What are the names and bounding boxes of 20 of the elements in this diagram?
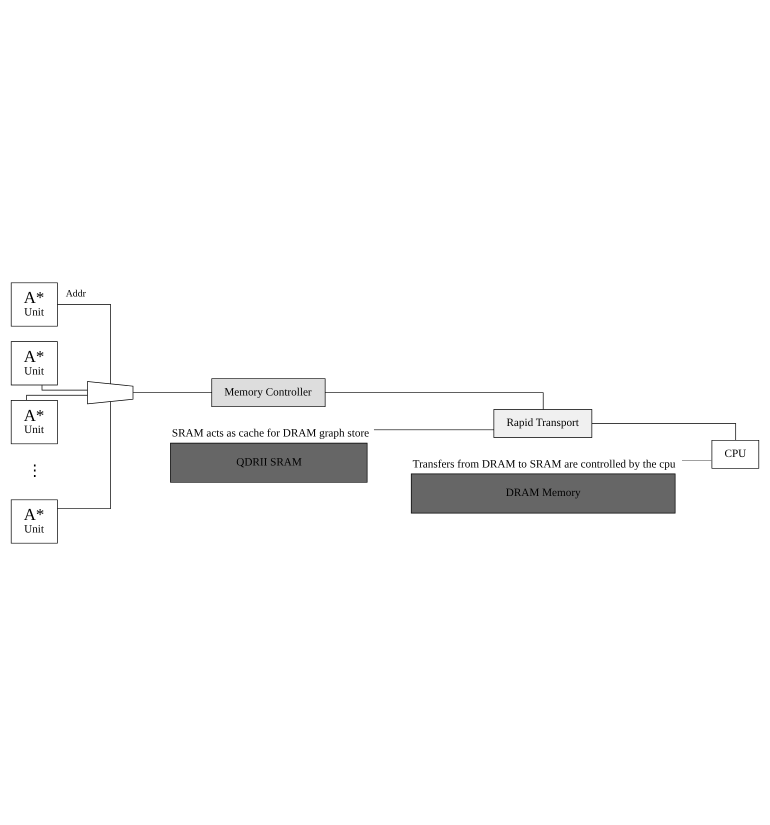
node-box: CPU (712, 439, 760, 468)
node-box: Memory Controller (211, 378, 326, 407)
node-trapezoid (87, 380, 134, 404)
node-label: Transfers from DRAM to SRAM are controlled by the cpu (412, 458, 676, 470)
edge-label: Addr (66, 288, 86, 300)
connector (592, 422, 736, 440)
connector (132, 392, 212, 393)
connector (57, 304, 111, 384)
node-box: Rapid Transport (494, 408, 592, 438)
label: ⋮ (26, 462, 42, 480)
node-box: A* Unit (10, 282, 58, 326)
connector (325, 392, 544, 410)
node-box: A* Unit (10, 340, 58, 385)
node-box: A* Unit (10, 498, 58, 544)
connector (374, 428, 494, 430)
connector (26, 394, 88, 400)
connector (42, 384, 88, 390)
connector (57, 400, 111, 508)
node-label: SRAM acts as cache for DRAM graph store (172, 427, 370, 440)
node-box: A* Unit (10, 400, 58, 444)
